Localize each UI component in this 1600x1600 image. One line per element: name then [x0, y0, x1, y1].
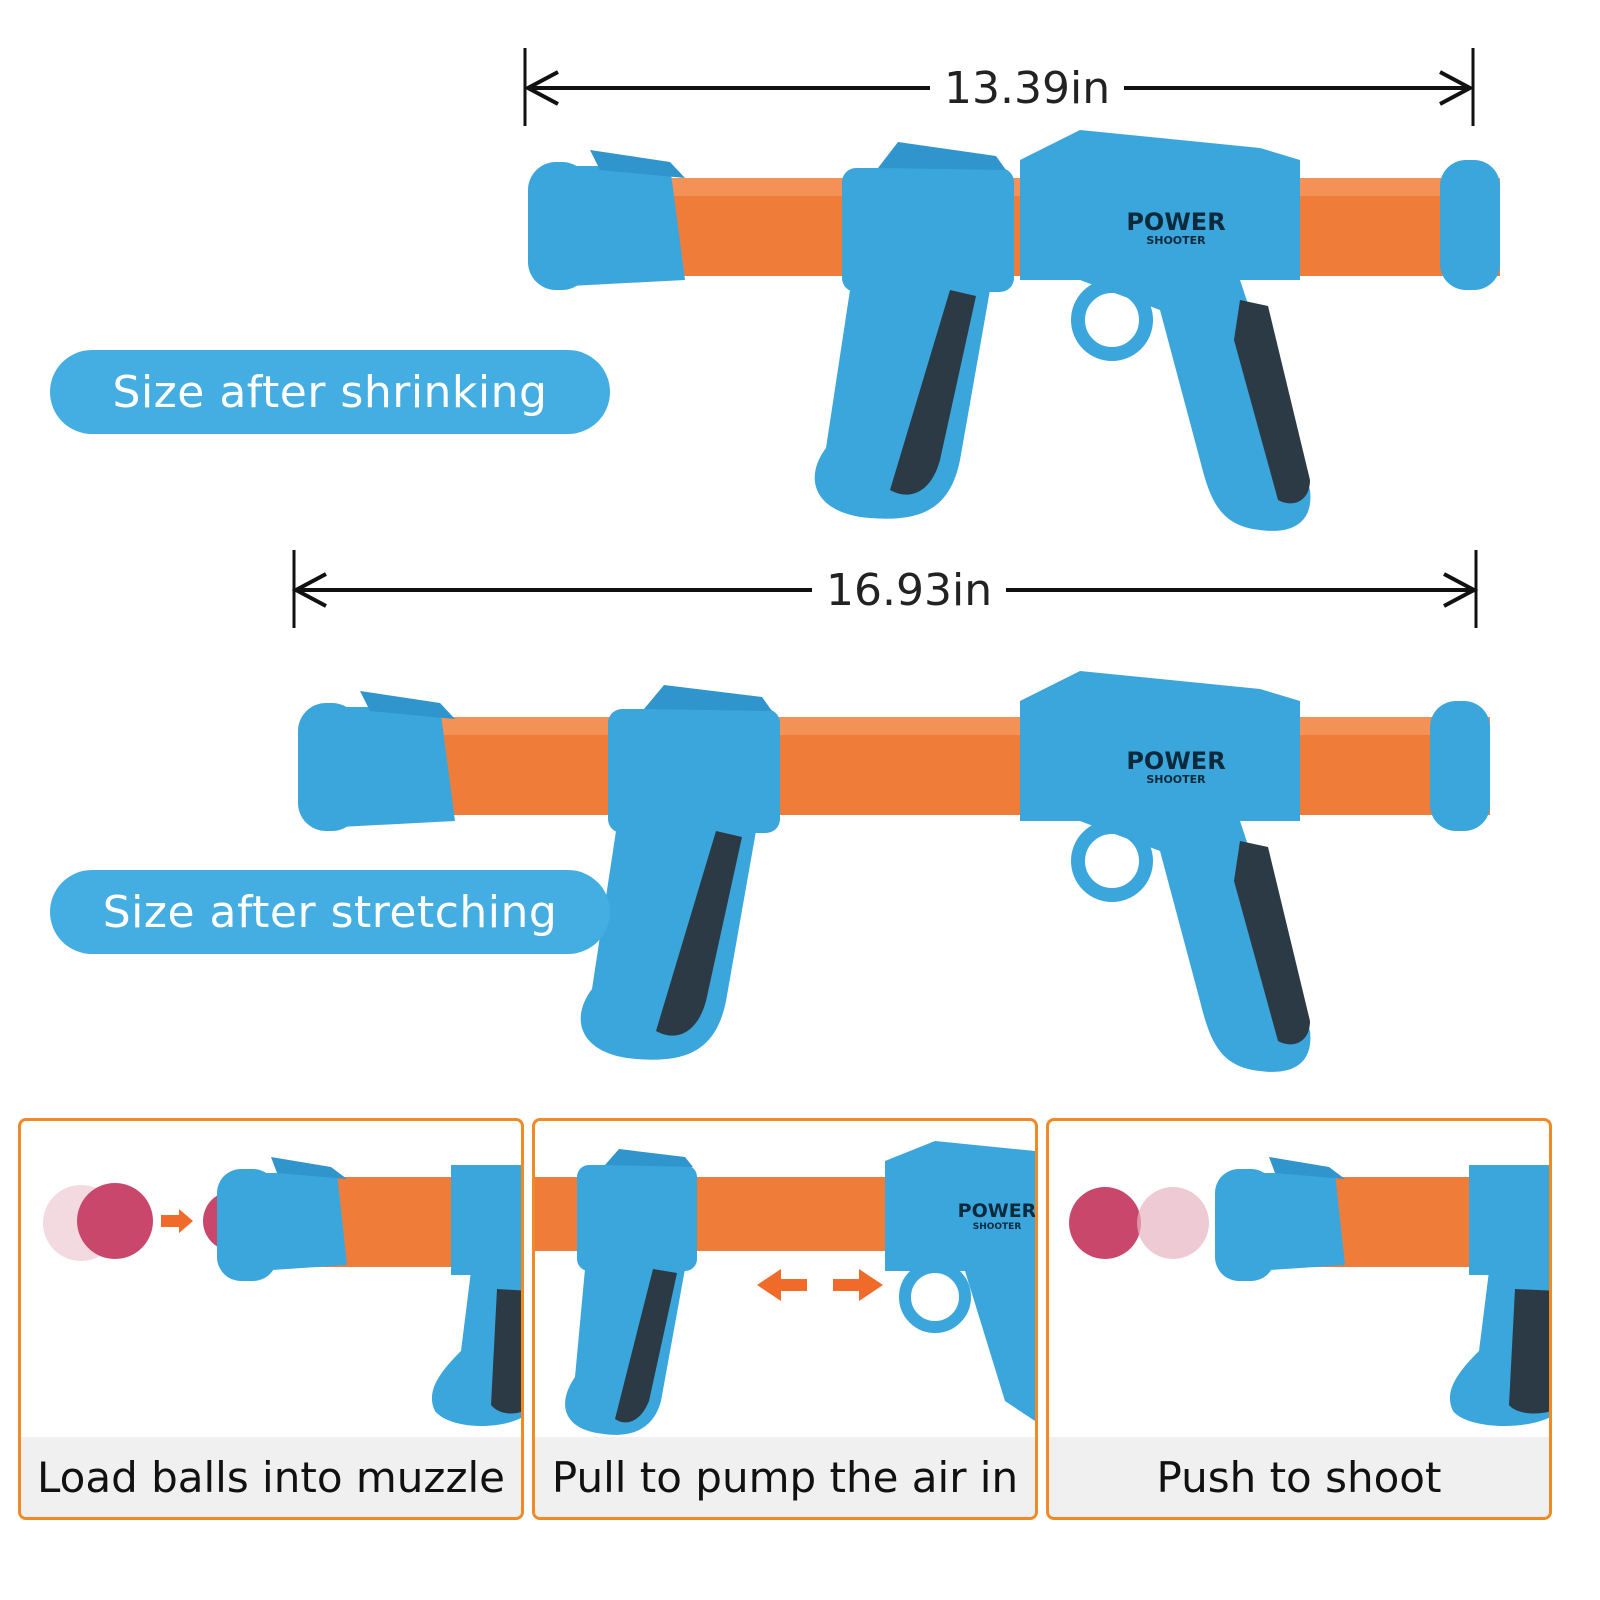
- step-panel-load: Load balls into muzzle: [18, 1118, 524, 1520]
- step-caption-load: Load balls into muzzle: [21, 1437, 521, 1517]
- step-illustration-load: [43, 1157, 521, 1426]
- label-size-after-stretching: Size after stretching: [50, 870, 610, 954]
- step-illustration-pump: POWER SHOOTER: [535, 1141, 1035, 1435]
- step-illustration-shoot: [1069, 1157, 1549, 1426]
- brand-name: POWER: [1126, 208, 1225, 236]
- step-panel-pump: POWER SHOOTER Pull to pump the air in: [532, 1118, 1038, 1520]
- dimension-label-stretched: 16.93in: [812, 564, 1007, 618]
- arrow-right-icon: [833, 1269, 883, 1301]
- brand-subtitle-stretched: SHOOTER: [1146, 773, 1206, 786]
- step-panel-shoot: Push to shoot: [1046, 1118, 1552, 1520]
- label-size-after-shrinking: Size after shrinking: [50, 350, 610, 434]
- dimension-label-shrunk: 13.39in: [930, 62, 1125, 116]
- step-caption-pump: Pull to pump the air in: [535, 1437, 1035, 1517]
- brand-subtitle-step: SHOOTER: [973, 1222, 1022, 1232]
- step-caption-shoot: Push to shoot: [1049, 1437, 1549, 1517]
- brand-subtitle: SHOOTER: [1146, 234, 1206, 247]
- blaster-image-stretched: POWER SHOOTER: [290, 665, 1490, 1085]
- brand-name-step: POWER: [958, 1200, 1035, 1222]
- blaster-image-shrunk: POWER SHOOTER: [520, 130, 1500, 540]
- brand-name-stretched: POWER: [1126, 747, 1225, 775]
- arrow-left-icon: [757, 1269, 807, 1301]
